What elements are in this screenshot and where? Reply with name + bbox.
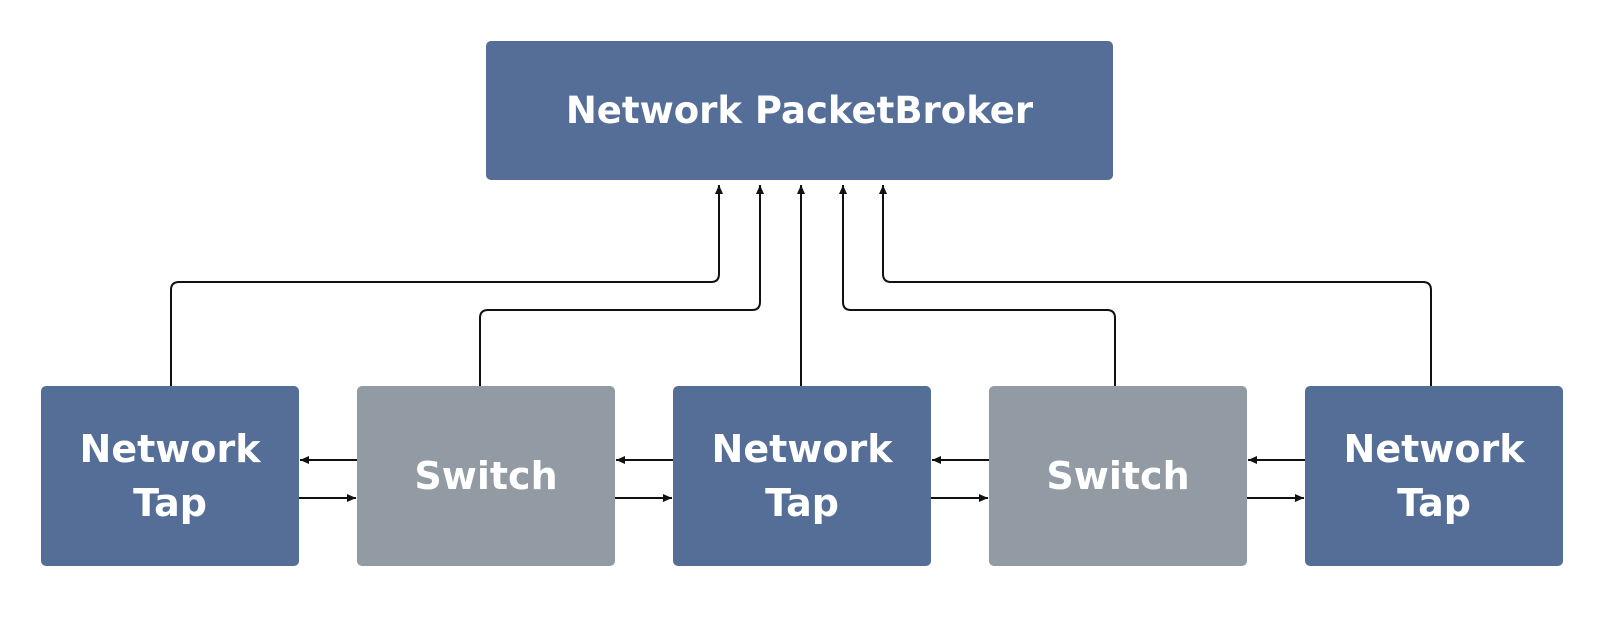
network-tap-2-label-line-1: Network xyxy=(711,427,893,471)
network-packet-broker: Network PacketBroker xyxy=(486,41,1113,180)
network-tap-2-label-line-2: Tap xyxy=(765,481,839,525)
network-tap-3: Network Tap xyxy=(1305,386,1563,566)
network-tap-1: Network Tap xyxy=(41,386,299,566)
switch-1-label: Switch xyxy=(414,454,558,498)
switch-2-label: Switch xyxy=(1046,454,1190,498)
network-tap-2: Network Tap xyxy=(673,386,931,566)
uplink-switch-1-to-broker xyxy=(479,185,764,386)
network-tap-3-label-line-1: Network xyxy=(1343,427,1525,471)
network-tap-1-label-line-2: Tap xyxy=(133,481,207,525)
network-tap-3-label-line-2: Tap xyxy=(1397,481,1471,525)
uplink-tap-3-to-broker xyxy=(879,185,1432,386)
network-packet-broker-label: Network PacketBroker xyxy=(565,89,1034,132)
uplink-switch-2-to-broker xyxy=(839,185,1116,386)
network-tap-1-label-line-1: Network xyxy=(79,427,261,471)
uplink-tap-1-to-broker xyxy=(170,185,723,386)
switch-2: Switch xyxy=(989,386,1247,566)
switch-1: Switch xyxy=(357,386,615,566)
